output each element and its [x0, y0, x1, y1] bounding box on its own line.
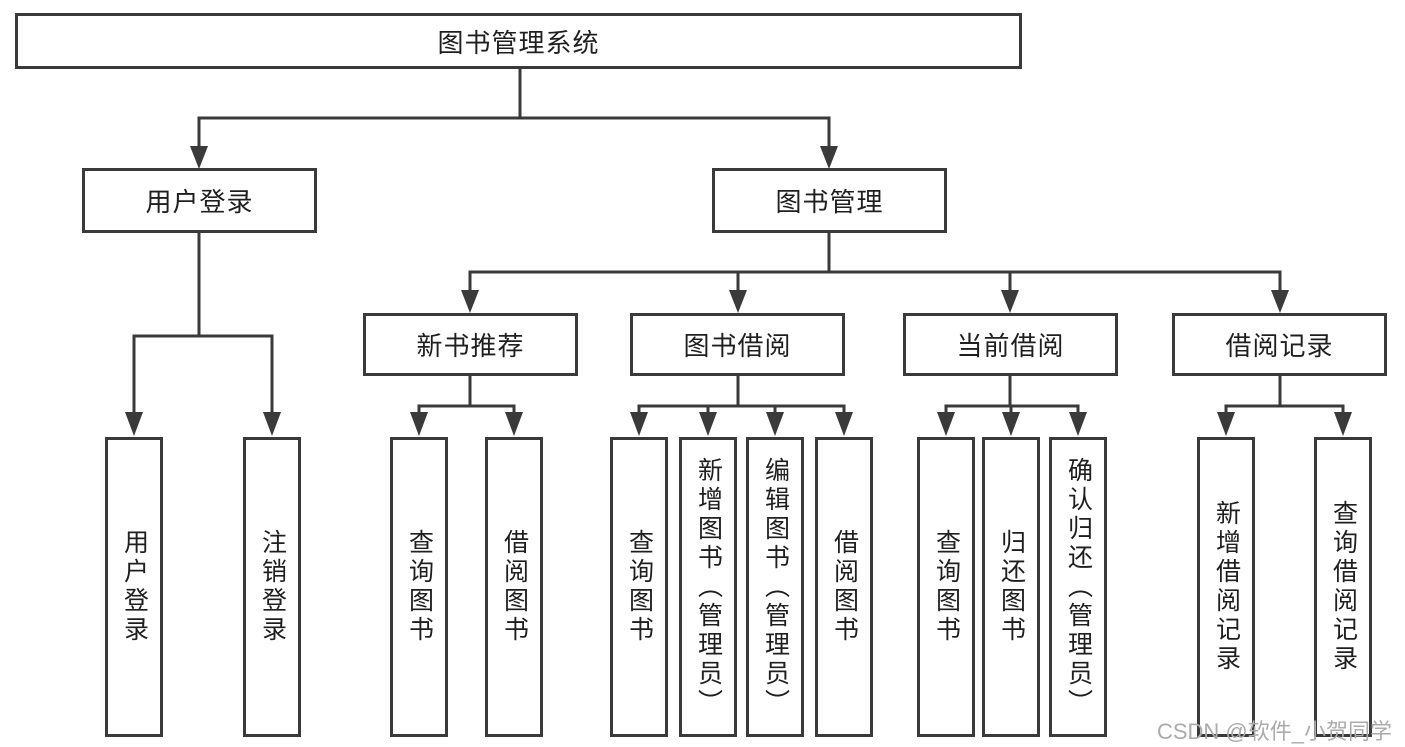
leaf-query-books-borrowing-label: 查询图书: [625, 529, 654, 645]
node-current-borrowing: 当前借阅: [903, 313, 1118, 376]
leaf-return-books-label: 归还图书: [997, 529, 1026, 645]
leaf-confirm-return-admin-label: 确认归还（管理员）: [1064, 456, 1093, 718]
leaf-logout-login-label: 注销登录: [258, 529, 287, 645]
node-borrowing-records: 借阅记录: [1172, 313, 1387, 376]
leaf-add-books-admin-label: 新增图书（管理员）: [694, 456, 723, 718]
leaf-query-books-borrowing: 查询图书: [610, 437, 668, 737]
leaf-query-borrow-record-label: 查询借阅记录: [1329, 500, 1358, 674]
leaf-add-borrow-record: 新增借阅记录: [1197, 437, 1255, 737]
leaf-user-login-label: 用户登录: [120, 529, 149, 645]
leaf-user-login: 用户登录: [105, 437, 163, 737]
node-book-borrowing: 图书借阅: [630, 313, 845, 376]
leaf-query-books-current-label: 查询图书: [932, 529, 961, 645]
leaf-borrow-books-borrowing-label: 借阅图书: [830, 529, 859, 645]
leaf-confirm-return-admin: 确认归还（管理员）: [1049, 437, 1107, 737]
leaf-add-borrow-record-label: 新增借阅记录: [1212, 500, 1241, 674]
node-root-system: 图书管理系统: [15, 13, 1022, 69]
leaf-logout-login: 注销登录: [243, 437, 301, 737]
leaf-edit-books-admin: 编辑图书（管理员）: [746, 437, 804, 737]
leaf-query-books-recommend-label: 查询图书: [405, 529, 434, 645]
leaf-edit-books-admin-label: 编辑图书（管理员）: [761, 456, 790, 718]
leaf-add-books-admin: 新增图书（管理员）: [679, 437, 737, 737]
leaf-query-books-current: 查询图书: [917, 437, 975, 737]
leaf-borrow-books-recommend-label: 借阅图书: [500, 529, 529, 645]
leaf-borrow-books-recommend: 借阅图书: [485, 437, 543, 737]
leaf-query-borrow-record: 查询借阅记录: [1314, 437, 1372, 737]
leaf-borrow-books-borrowing: 借阅图书: [815, 437, 873, 737]
node-new-book-recommendation: 新书推荐: [363, 313, 578, 376]
node-book-management-branch: 图书管理: [712, 168, 947, 233]
node-user-login-branch: 用户登录: [82, 168, 317, 233]
csdn-watermark: CSDN @软件_小贺同学: [1156, 719, 1392, 744]
leaf-return-books: 归还图书: [982, 437, 1040, 737]
leaf-query-books-recommend: 查询图书: [390, 437, 448, 737]
